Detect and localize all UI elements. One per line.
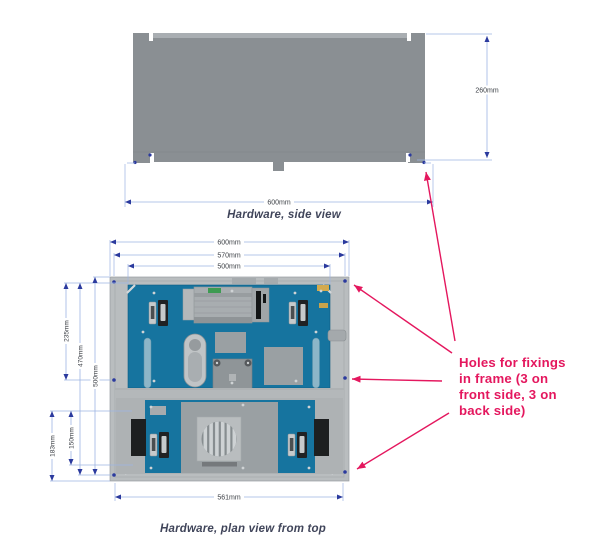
small-module — [182, 288, 196, 321]
green-label — [208, 288, 221, 293]
yellow-connector — [319, 303, 328, 308]
mounting-bracket — [288, 299, 309, 327]
side-panel-top-fold — [152, 33, 408, 38]
dim-label-500mm-left: 500mm — [92, 365, 99, 387]
vent-grille — [196, 416, 242, 467]
dim-plan-left: 235mm 470mm 500mm 150mm 183mm — [47, 276, 133, 482]
dim-side-width: 600mm — [124, 162, 434, 207]
center-tab — [273, 162, 284, 171]
dim-label-600mm-side: 600mm — [267, 200, 291, 207]
screw-dots — [149, 403, 311, 470]
dim-label-150mm: 150mm — [68, 427, 75, 449]
right-foot — [408, 158, 425, 163]
fixing-hole — [408, 153, 412, 157]
arrow-to-plan-middle-hole — [351, 375, 443, 383]
annotation-line-3: front side, 3 on — [459, 387, 557, 402]
fixing-hole — [133, 160, 137, 165]
side-view-caption: Hardware, side view — [227, 209, 342, 221]
annotation-holes-for-fixings: Holes for fixings in frame (3 on front s… — [351, 171, 566, 470]
arrow-to-plan-bottom-hole — [356, 412, 450, 470]
mounting-bracket — [148, 299, 169, 327]
arrow-to-side-view-hole — [423, 171, 456, 342]
mounting-bracket — [149, 431, 170, 459]
yellow-connector — [317, 285, 329, 291]
screw-dots — [141, 289, 323, 385]
annotation-line-2: in frame (3 on — [459, 371, 548, 386]
plan-view: 600mm 570mm 500mm 235mm 470mm — [47, 237, 350, 535]
fixing-hole — [343, 376, 347, 380]
dim-side-height: 260mm — [417, 33, 502, 161]
fixing-hole — [343, 470, 347, 474]
plan-view-caption: Hardware, plan view from top — [160, 523, 326, 535]
side-connector — [327, 329, 347, 342]
din-rail-device — [251, 287, 270, 323]
frame-top-tab — [232, 278, 256, 284]
dim-plan-top: 600mm 570mm 500mm — [109, 237, 350, 284]
right-module — [264, 347, 303, 385]
center-module — [215, 332, 246, 353]
small-box — [150, 406, 166, 415]
dim-label-500mm-top: 500mm — [217, 264, 241, 271]
power-supply-unit — [193, 286, 253, 324]
frame-top-tab — [264, 278, 278, 284]
arrow-to-plan-top-hole — [353, 284, 453, 354]
bottom-flange — [150, 158, 408, 162]
dim-label-600mm-plan: 600mm — [217, 240, 241, 247]
fixing-hole — [343, 279, 347, 283]
left-slot — [143, 337, 152, 389]
fixing-hole — [148, 153, 152, 157]
upper-plate-components — [141, 285, 347, 397]
dim-label-561mm: 561mm — [217, 495, 241, 502]
top-right-notch — [407, 33, 411, 41]
side-panel — [133, 33, 425, 171]
dim-label-235mm: 235mm — [63, 320, 70, 342]
side-view: 260mm 600mm Hardware, side view — [124, 33, 502, 221]
top-left-notch — [149, 33, 153, 41]
middle-band — [115, 388, 344, 400]
lower-section — [116, 398, 343, 474]
mounting-bracket — [287, 431, 308, 459]
annotation-text: Holes for fixings in frame (3 on front s… — [459, 355, 566, 418]
fixing-hole — [112, 473, 116, 477]
pill-component — [183, 333, 207, 388]
dim-plan-bottom: 561mm — [114, 483, 344, 502]
dim-label-183mm: 183mm — [49, 435, 56, 457]
fixing-hole — [112, 378, 116, 382]
side-panel-body — [133, 33, 425, 158]
annotation-arrows — [351, 171, 456, 470]
right-black-block — [314, 419, 329, 456]
left-foot — [133, 158, 150, 163]
dim-label-570mm: 570mm — [217, 253, 241, 260]
dim-label-470mm: 470mm — [77, 345, 84, 367]
annotation-line-4: back side) — [459, 403, 526, 418]
bottom-left-notch — [150, 153, 154, 162]
fixing-hole — [422, 160, 426, 165]
left-black-block — [131, 419, 146, 456]
bottom-right-notch — [406, 153, 410, 162]
dim-label-260mm: 260mm — [475, 88, 499, 95]
plan-fixing-holes — [112, 279, 347, 477]
right-slot — [312, 337, 320, 389]
annotation-line-1: Holes for fixings — [459, 355, 566, 370]
